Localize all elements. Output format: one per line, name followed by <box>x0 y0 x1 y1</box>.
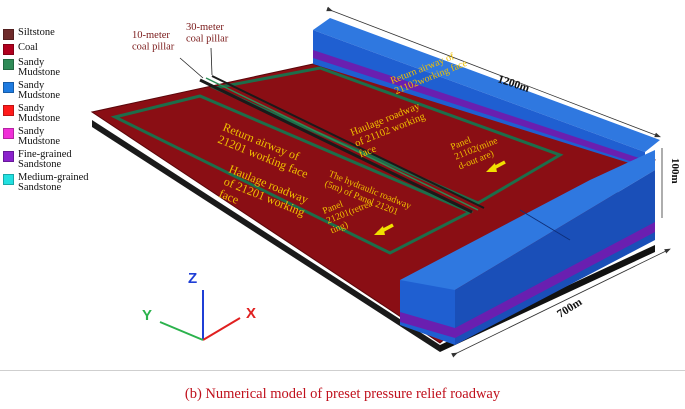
axis-x-line <box>202 317 241 341</box>
legend-label: Sandy Mudstone <box>18 126 60 147</box>
base-layer-front <box>92 120 440 352</box>
pillar-10m-leader <box>179 57 204 79</box>
legend-item: Sandy Mudstone <box>3 57 115 78</box>
legend-swatch <box>3 174 14 185</box>
legend-swatch <box>3 59 14 70</box>
right-block-edge <box>519 209 571 241</box>
dim-width-line <box>451 248 671 358</box>
figure-caption: (b) Numerical model of preset pressure r… <box>184 386 501 402</box>
dim-length-line <box>326 6 661 138</box>
legend-swatch <box>3 128 14 139</box>
legend-label: Coal <box>18 42 38 53</box>
legend-label: Sandy Mudstone <box>18 57 60 78</box>
legend-swatch <box>3 44 14 55</box>
legend-swatch <box>3 29 14 40</box>
panel-21102-outline <box>209 66 564 205</box>
arrow-panel-21102-head <box>486 163 497 172</box>
legend-swatch <box>3 151 14 162</box>
legend-label: Sandy Mudstone <box>18 80 60 101</box>
dim-width-label: 700m <box>555 296 584 321</box>
axis-triad: Z X Y <box>142 270 256 341</box>
pillar-10m-line <box>199 78 473 214</box>
pillar-30m-line <box>211 75 485 209</box>
axis-z-label: Z <box>188 270 197 287</box>
dim-height-label: 100m <box>669 158 681 184</box>
legend-item: Sandy Mudstone <box>3 80 115 101</box>
legend-label: Sandy Mudstone <box>18 103 60 124</box>
axis-x-label: X <box>246 305 256 322</box>
legend-item: Sandy Mudstone <box>3 103 115 124</box>
legend-label: Medium-grained Sandstone <box>18 172 89 193</box>
axis-y-label: Y <box>142 307 152 324</box>
legend-item: Coal <box>3 42 115 55</box>
legend-swatch <box>3 105 14 116</box>
axis-y-line <box>159 321 204 341</box>
legend-item: Fine-grained Sandstone <box>3 149 115 170</box>
legend-label: Siltstone <box>18 27 55 38</box>
right-block-purple <box>400 222 655 338</box>
hydraulic-roadway-line <box>205 77 479 211</box>
label-panel-21201: Panel21201(retreating) <box>321 189 378 236</box>
arrow-panel-21201-head <box>374 226 385 235</box>
legend-item: Siltstone <box>3 27 115 40</box>
pillar-30m-leader <box>210 47 213 76</box>
legend-item: Medium-grained Sandstone <box>3 172 115 193</box>
legend-swatch <box>3 82 14 93</box>
legend-item: Sandy Mudstone <box>3 126 115 147</box>
figure-frame <box>0 370 685 371</box>
legend-label: Fine-grained Sandstone <box>18 149 72 170</box>
